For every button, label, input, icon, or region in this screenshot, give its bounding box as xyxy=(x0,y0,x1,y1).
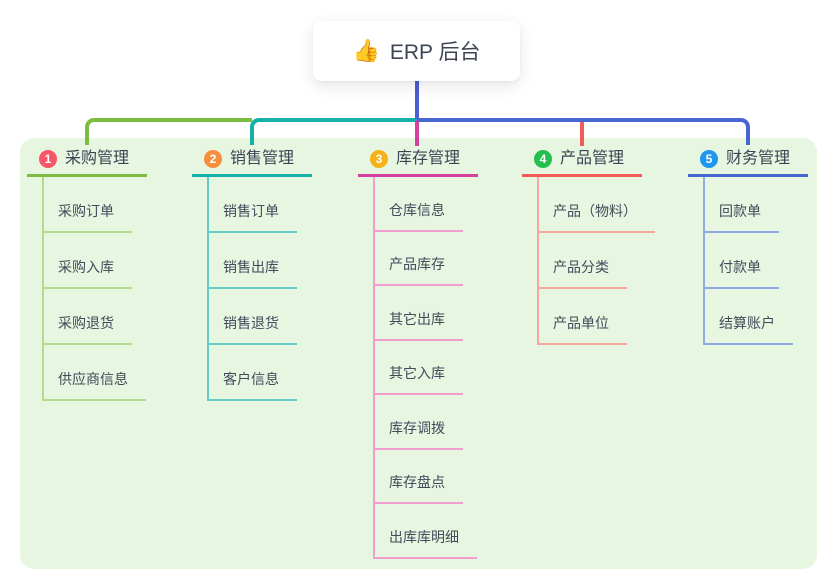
child-node-row: 销售退货 xyxy=(209,289,297,345)
child-node-row: 产品库存 xyxy=(375,232,477,286)
branch-number-badge: 3 xyxy=(370,150,388,168)
child-node[interactable]: 销售出库 xyxy=(209,259,297,289)
child-node-row: 产品单位 xyxy=(539,289,655,345)
child-node[interactable]: 供应商信息 xyxy=(44,371,146,401)
mindmap-panel xyxy=(20,138,817,569)
child-node[interactable]: 仓库信息 xyxy=(375,202,463,232)
child-node-row: 仓库信息 xyxy=(375,177,477,232)
child-node[interactable]: 采购退货 xyxy=(44,315,132,345)
child-node-row: 产品（物料） xyxy=(539,177,655,233)
branch-children: 回款单付款单结算账户 xyxy=(703,177,793,345)
branch-title: 采购管理 xyxy=(65,150,130,167)
branch-number-badge: 1 xyxy=(39,150,57,168)
branch-3: 3 库存管理仓库信息产品库存其它出库其它入库库存调拨库存盘点出库库明细 xyxy=(358,148,478,559)
child-node-row: 采购入库 xyxy=(44,233,146,289)
branch-header-2[interactable]: 2 销售管理 xyxy=(192,148,312,177)
branch-connector-line-3 xyxy=(415,120,419,146)
branch-title: 销售管理 xyxy=(230,150,295,167)
child-node-row: 出库库明细 xyxy=(375,504,477,559)
branch-connector-line-1 xyxy=(85,118,252,145)
root-node[interactable]: 👍 ERP 后台 xyxy=(313,21,520,81)
child-node[interactable]: 付款单 xyxy=(705,259,779,289)
branch-header-1[interactable]: 1 采购管理 xyxy=(27,148,147,177)
branch-children: 仓库信息产品库存其它出库其它入库库存调拨库存盘点出库库明细 xyxy=(373,177,477,559)
branch-title: 产品管理 xyxy=(560,150,625,167)
branch-4: 4 产品管理产品（物料） 产品分类产品单位 xyxy=(522,148,655,345)
branch-1: 1 采购管理采购订单采购入库采购退货供应商信息 xyxy=(27,148,147,401)
branch-2: 2 销售管理销售订单销售出库销售退货客户信息 xyxy=(192,148,312,401)
child-node[interactable]: 销售退货 xyxy=(209,315,297,345)
child-node[interactable]: 采购入库 xyxy=(44,259,132,289)
branch-header-3[interactable]: 3 库存管理 xyxy=(358,148,478,177)
child-node-row: 库存调拨 xyxy=(375,395,477,450)
child-node[interactable]: 客户信息 xyxy=(209,371,297,401)
child-node-row: 采购退货 xyxy=(44,289,146,345)
child-node-row: 客户信息 xyxy=(209,345,297,401)
branch-number-badge: 2 xyxy=(204,150,222,168)
child-node[interactable]: 产品（物料） xyxy=(539,203,655,233)
child-node[interactable]: 其它入库 xyxy=(375,365,463,395)
child-node-row: 产品分类 xyxy=(539,233,655,289)
child-node[interactable]: 销售订单 xyxy=(209,203,297,233)
child-node-row: 其它入库 xyxy=(375,341,477,395)
child-node[interactable]: 回款单 xyxy=(705,203,779,233)
branch-children: 产品（物料） 产品分类产品单位 xyxy=(537,177,655,345)
root-connector-line xyxy=(415,81,419,119)
branch-title: 库存管理 xyxy=(396,150,461,167)
child-node[interactable]: 库存盘点 xyxy=(375,474,463,504)
child-node[interactable]: 产品库存 xyxy=(375,256,463,286)
thumbs-up-icon: 👍 xyxy=(352,38,380,63)
branch-connector-line-5 xyxy=(417,118,750,145)
child-node[interactable]: 采购订单 xyxy=(44,203,132,233)
child-node-row: 销售订单 xyxy=(209,177,297,233)
child-node[interactable]: 其它出库 xyxy=(375,311,463,341)
branch-header-4[interactable]: 4 产品管理 xyxy=(522,148,642,177)
root-node-label: ERP 后台 xyxy=(389,41,481,64)
child-node-row: 采购订单 xyxy=(44,177,146,233)
child-node[interactable]: 出库库明细 xyxy=(375,529,477,559)
child-node-row: 结算账户 xyxy=(705,289,793,345)
child-node[interactable]: 库存调拨 xyxy=(375,420,463,450)
child-node[interactable]: 产品单位 xyxy=(539,315,627,345)
child-node-row: 回款单 xyxy=(705,177,793,233)
branch-children: 采购订单采购入库采购退货供应商信息 xyxy=(42,177,146,401)
branch-number-badge: 4 xyxy=(534,150,552,168)
child-node-row: 销售出库 xyxy=(209,233,297,289)
branch-connector-line-2 xyxy=(250,118,417,145)
child-node-row: 其它出库 xyxy=(375,286,477,341)
child-node[interactable]: 产品分类 xyxy=(539,259,627,289)
child-node-row: 供应商信息 xyxy=(44,345,146,401)
branch-number-badge: 5 xyxy=(700,150,718,168)
child-node-row: 付款单 xyxy=(705,233,793,289)
branch-header-5[interactable]: 5 财务管理 xyxy=(688,148,808,177)
branch-children: 销售订单销售出库销售退货客户信息 xyxy=(207,177,297,401)
branch-5: 5 财务管理回款单付款单结算账户 xyxy=(688,148,808,345)
child-node-row: 库存盘点 xyxy=(375,450,477,504)
branch-connector-line-4 xyxy=(580,120,584,146)
branch-title: 财务管理 xyxy=(726,150,791,167)
child-node[interactable]: 结算账户 xyxy=(705,315,793,345)
